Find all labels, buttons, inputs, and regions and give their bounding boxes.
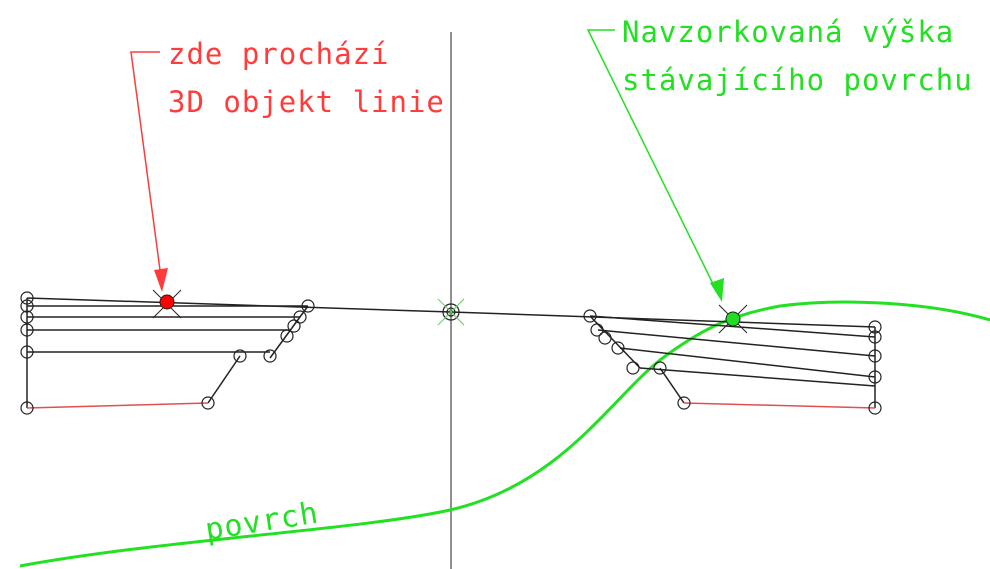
vertex-markers bbox=[20, 291, 882, 415]
surveyed-label-2: stávajícího povrchu bbox=[622, 63, 973, 97]
right-profile bbox=[450, 311, 876, 408]
profile-line-r4 bbox=[619, 347, 876, 378]
left-profile bbox=[26, 297, 452, 408]
profile-line-r5 bbox=[639, 367, 876, 387]
left-bottom-link bbox=[26, 402, 209, 409]
red-point-marker bbox=[152, 289, 182, 319]
profile-line-r3 bbox=[597, 329, 876, 357]
line3d-label-1: zde prochází bbox=[168, 37, 390, 71]
green-arrow-head-icon bbox=[710, 278, 724, 302]
slope-right-2 bbox=[659, 367, 685, 404]
surface-label: povrch bbox=[203, 495, 321, 547]
red-arrow-head-icon bbox=[154, 268, 168, 292]
slope-left-2 bbox=[207, 355, 241, 404]
surface-curve bbox=[19, 300, 990, 568]
green-leader bbox=[586, 29, 720, 297]
surveyed-label-1: Navzorkovaná výška bbox=[622, 15, 954, 49]
red-leader bbox=[130, 51, 163, 286]
profile-line-1 bbox=[26, 297, 452, 313]
center-cross-icon bbox=[437, 298, 465, 326]
slope-left-1 bbox=[269, 305, 309, 359]
profile-line-r2 bbox=[589, 315, 876, 338]
line3d-label-2: 3D objekt linie bbox=[168, 85, 445, 119]
right-bottom-link bbox=[683, 402, 876, 409]
profile-line-r1 bbox=[450, 311, 876, 328]
green-point-marker bbox=[718, 304, 748, 334]
